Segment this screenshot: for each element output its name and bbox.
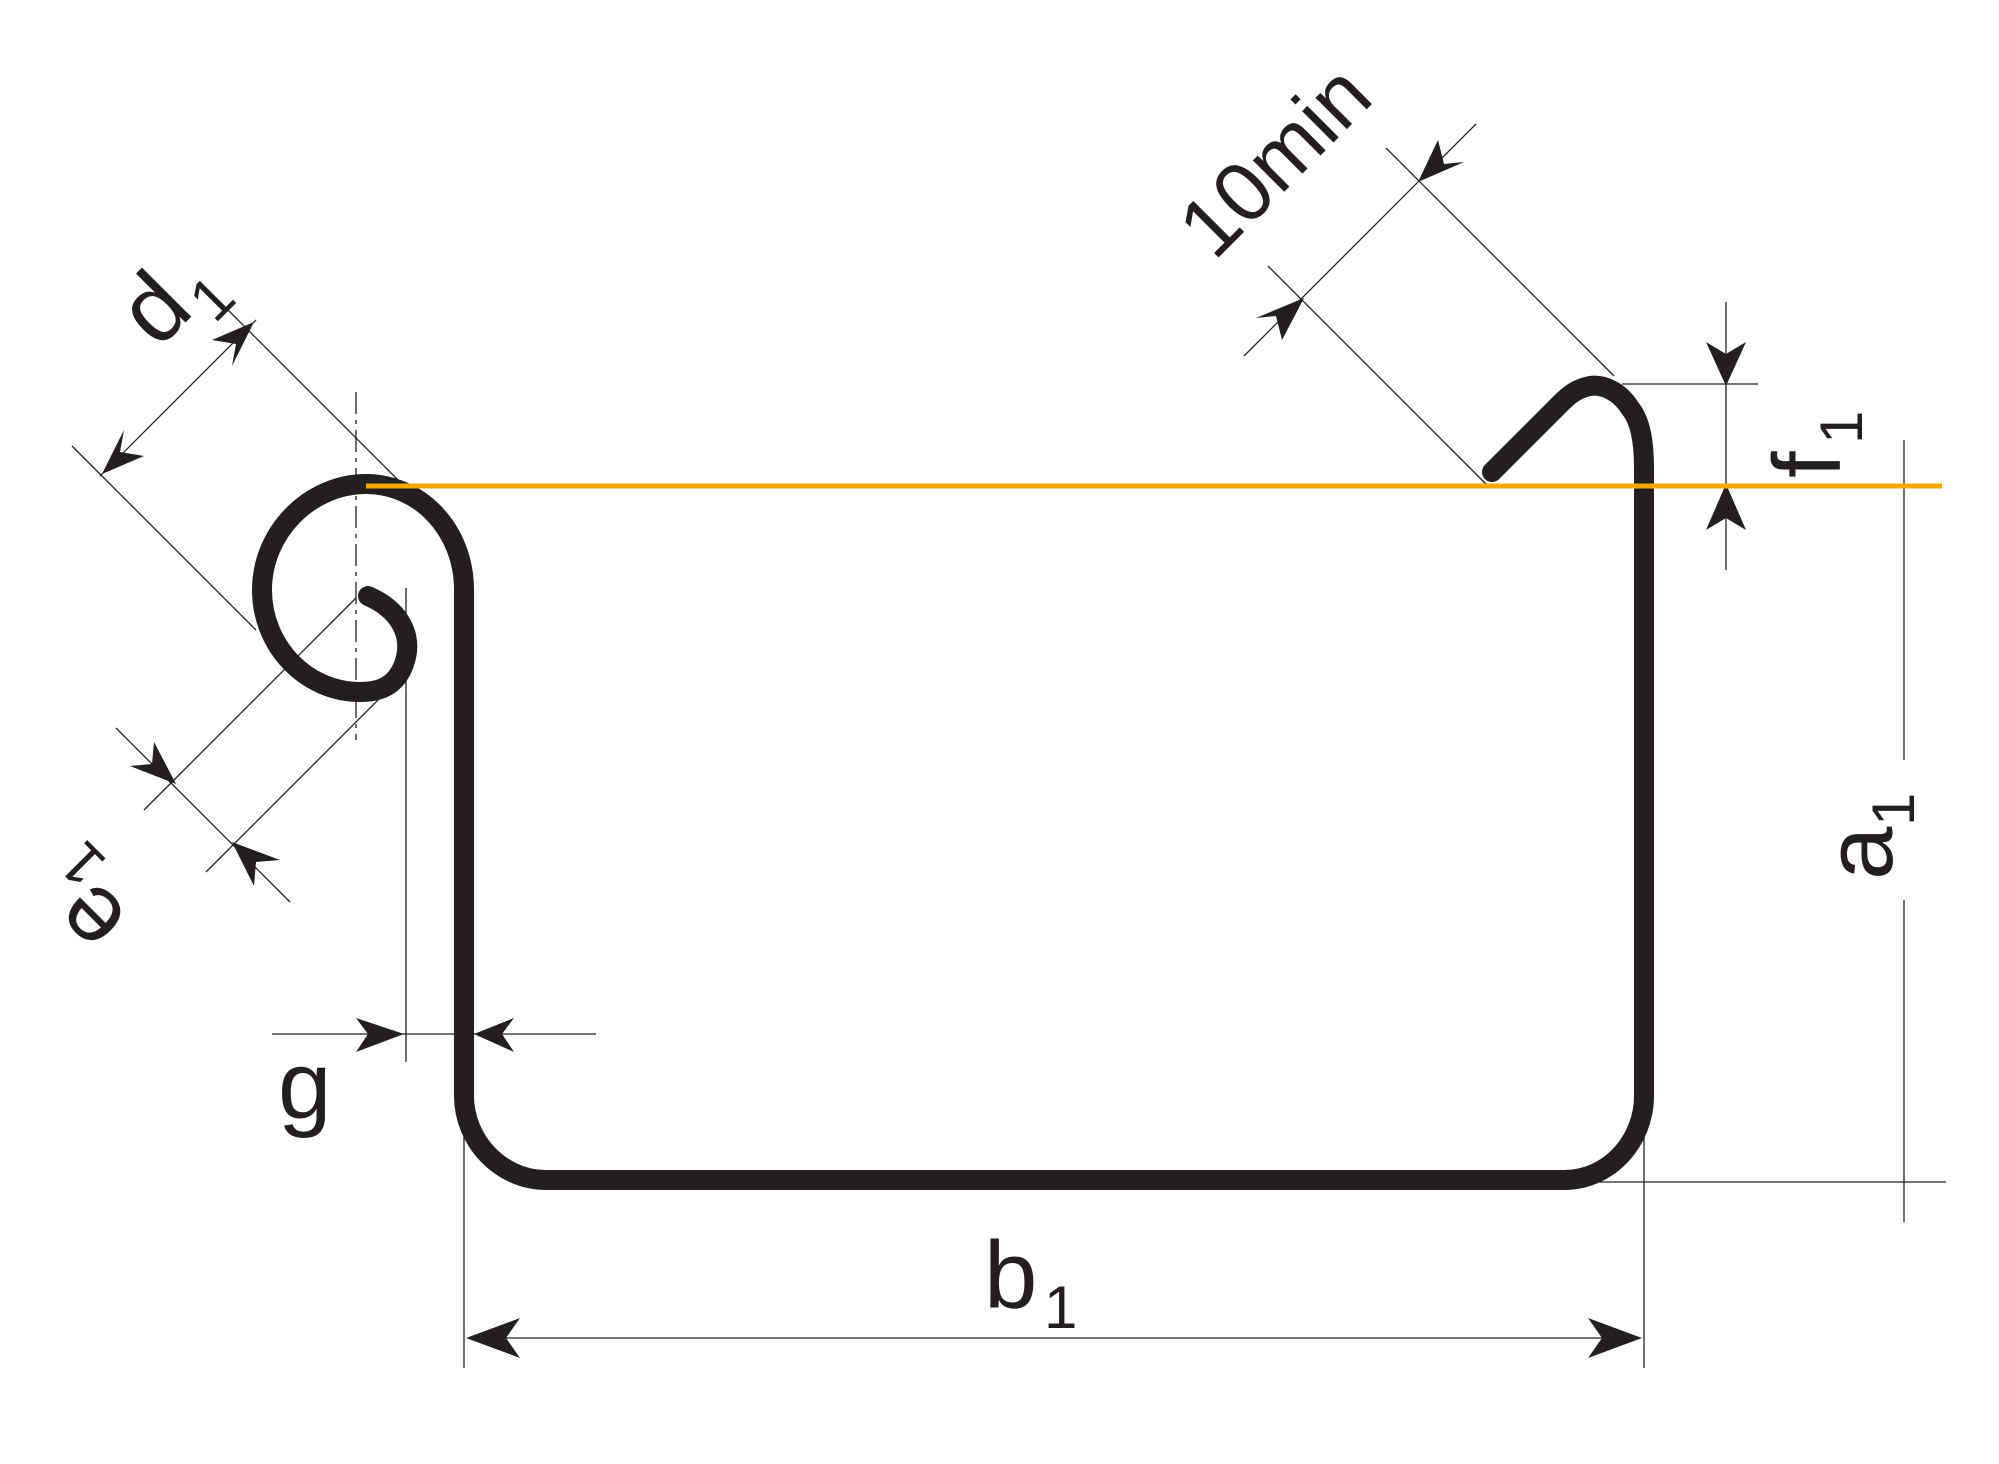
min-label-text: 10min: [1160, 46, 1388, 274]
min-extension-lower: [1267, 265, 1487, 485]
f1-label: f 1: [1754, 411, 1875, 478]
e1-dimension-line: [115, 727, 291, 903]
e1-arrow-left: [130, 742, 176, 784]
d1-extension-lower: [71, 445, 257, 631]
b1-arrow-left: [466, 1318, 520, 1358]
d1-arrow-lower: [102, 430, 144, 474]
e1-label: e 1: [33, 829, 146, 976]
a1-label: a 1: [1806, 793, 1927, 880]
e1-extension-upper: [143, 597, 357, 811]
f1-label-sub: 1: [1808, 411, 1875, 444]
g-arrow-right: [474, 1018, 514, 1052]
min-label: 10min: [1160, 46, 1388, 274]
f1-arrow-bottom: [1706, 484, 1746, 530]
f1-label-main: f: [1754, 451, 1861, 478]
a1-label-sub: 1: [1860, 793, 1927, 826]
f1-arrow-top: [1706, 342, 1746, 386]
profile-outline: [252, 375, 1654, 1190]
e1-extension-lower: [205, 675, 403, 873]
min-arrow-upper: [1418, 140, 1464, 182]
g-arrow-left: [356, 1018, 404, 1052]
d1-label: d 1: [97, 251, 247, 364]
bent-profile: [252, 375, 1654, 1190]
d1-dimension-line: [99, 319, 257, 477]
e1-arrow-right: [232, 842, 280, 886]
b1-label-sub: 1: [1044, 1274, 1077, 1341]
b1-label-main: b: [984, 1222, 1037, 1329]
d1-arrow-upper: [212, 322, 254, 366]
min-arrow-lower: [1256, 298, 1304, 340]
b1-arrow-right: [1588, 1318, 1642, 1358]
b1-label: b 1: [984, 1222, 1077, 1341]
min-extension-upper: [1385, 147, 1615, 377]
arrowheads: [102, 140, 1746, 1358]
g-label: g: [278, 1032, 331, 1139]
a1-label-main: a: [1806, 826, 1913, 880]
